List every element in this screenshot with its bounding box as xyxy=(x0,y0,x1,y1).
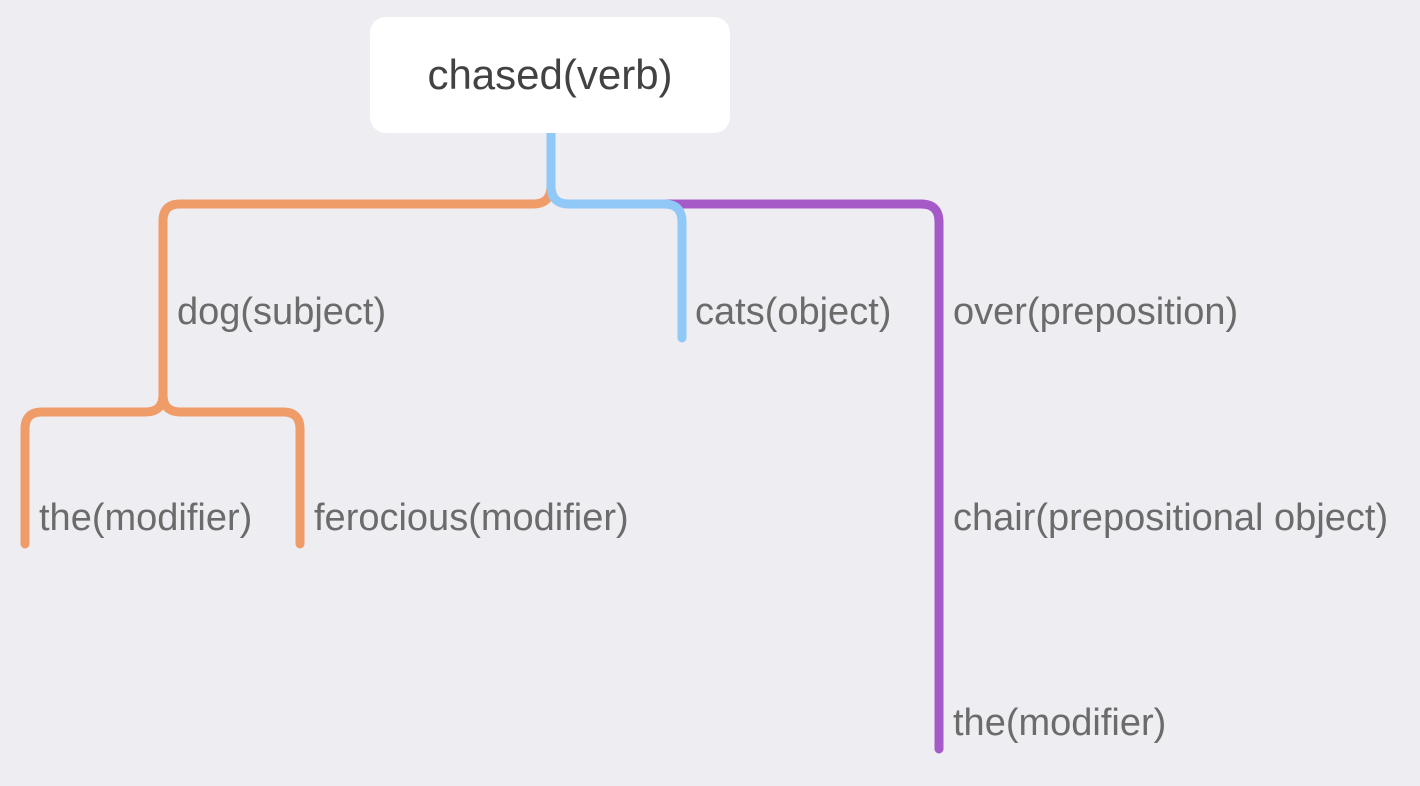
node-subject[interactable]: dog(subject) xyxy=(177,291,387,333)
connector-subject-to-modifier-2 xyxy=(158,390,305,549)
node-prepositional-object[interactable]: chair(prepositional object) xyxy=(953,497,1389,539)
node-subject-modifier-ferocious[interactable]: ferocious(modifier) xyxy=(314,497,629,539)
connector-root-to-preposition xyxy=(658,199,944,754)
connector-root-to-subject xyxy=(158,128,556,410)
node-object[interactable]: cats(object) xyxy=(695,291,892,333)
root-node-label: chased(verb) xyxy=(427,51,673,98)
root-node[interactable]: chased(verb) xyxy=(370,17,730,133)
connector-root-to-object xyxy=(546,128,687,343)
node-subject-modifier-the[interactable]: the(modifier) xyxy=(39,497,253,539)
node-preposition[interactable]: over(preposition) xyxy=(953,291,1239,333)
node-preposition-modifier-the[interactable]: the(modifier) xyxy=(953,702,1167,744)
